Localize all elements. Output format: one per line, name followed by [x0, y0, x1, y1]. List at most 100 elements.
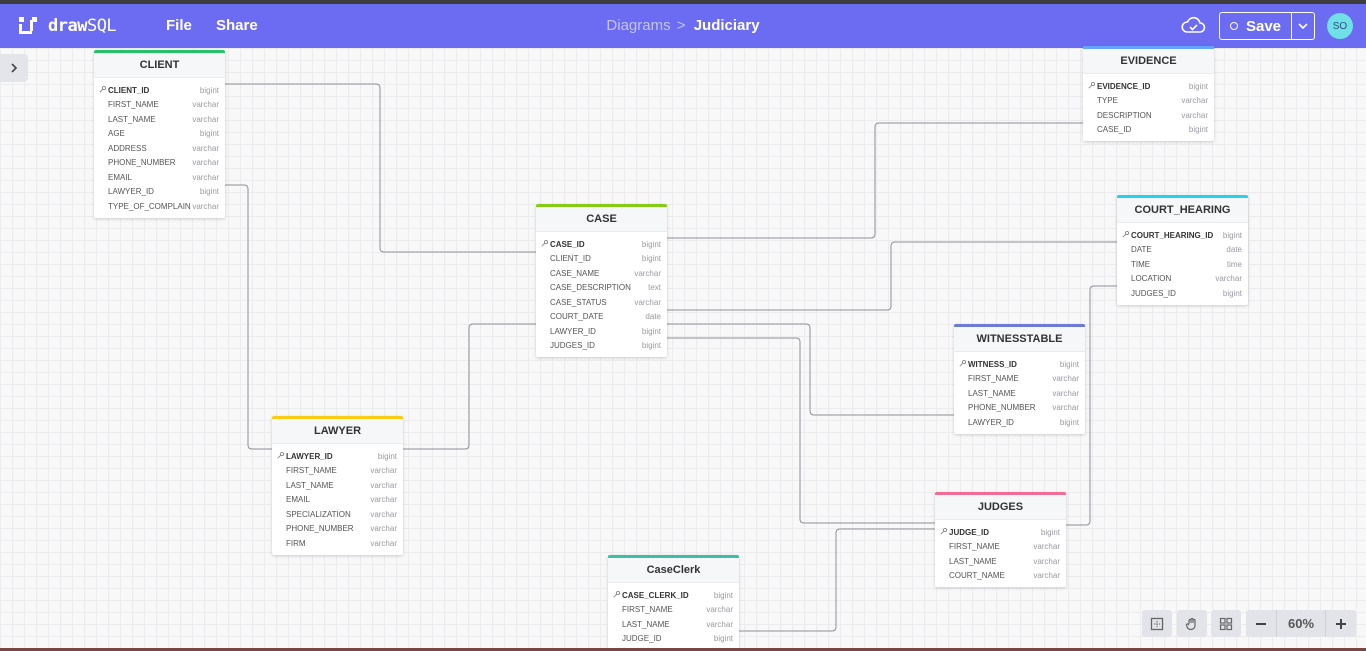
table-column-row[interactable]: LAWYER_ID bigint — [536, 324, 667, 339]
column-name: LAWYER_ID — [550, 326, 596, 336]
relationship-line[interactable] — [225, 184, 272, 450]
table-title[interactable]: COURT_HEARING — [1117, 195, 1248, 223]
zoom-out-button[interactable] — [1246, 610, 1276, 637]
save-button[interactable]: Save — [1220, 13, 1292, 39]
relationship-line[interactable] — [667, 122, 1083, 239]
zoom-in-button[interactable] — [1326, 610, 1356, 637]
column-type: varchar — [1033, 556, 1060, 566]
grid-toggle-button[interactable] — [1211, 610, 1241, 637]
relationship-line[interactable] — [403, 323, 536, 450]
relationship-line[interactable] — [667, 337, 935, 524]
zoom-level[interactable]: 60% — [1276, 610, 1326, 637]
cloud-saved-icon[interactable] — [1180, 14, 1206, 36]
column-name: CLIENT_ID — [550, 254, 591, 264]
column-name: JUDGE_ID — [622, 634, 662, 644]
breadcrumb-diagrams-link[interactable]: Diagrams — [606, 17, 671, 34]
column-type: varchar — [1215, 274, 1242, 284]
column-name: TYPE — [1097, 96, 1118, 106]
fit-to-screen-button[interactable] — [1142, 610, 1172, 637]
column-type: bigint — [641, 326, 661, 336]
relationship-line[interactable] — [739, 528, 935, 632]
relationship-line[interactable] — [1066, 285, 1117, 526]
column-name: AGE — [108, 129, 125, 139]
table-column-row[interactable]: TYPE varchar — [1083, 94, 1214, 109]
pan-tool-button[interactable] — [1177, 610, 1207, 637]
file-menu[interactable]: File — [166, 17, 192, 34]
save-dropdown-button[interactable] — [1292, 13, 1314, 39]
relationship-line[interactable] — [667, 323, 954, 416]
table-title[interactable]: JUDGES — [935, 492, 1066, 520]
sidebar-toggle-button[interactable] — [0, 54, 28, 82]
relationship-line[interactable] — [225, 83, 536, 253]
table-title[interactable]: CLIENT — [94, 50, 225, 78]
diagram-title[interactable]: Judiciary — [693, 17, 760, 34]
table-title[interactable]: EVIDENCE — [1083, 46, 1214, 74]
column-type: varchar — [1181, 96, 1208, 106]
app-logo[interactable]: drawSQL — [18, 16, 117, 36]
drawsql-logo-icon — [19, 17, 37, 34]
table-title[interactable]: LAWYER — [272, 416, 403, 444]
relationship-line[interactable] — [667, 241, 1117, 311]
table-title[interactable]: WITNESSTABLE — [954, 324, 1085, 352]
share-menu[interactable]: Share — [216, 17, 258, 34]
user-avatar[interactable]: SO — [1327, 13, 1353, 39]
column-type: bigint — [1059, 359, 1079, 369]
column-name: EMAIL — [286, 495, 311, 505]
table-title[interactable]: CASE — [536, 204, 667, 232]
column-type: bigint — [377, 451, 397, 461]
table-title[interactable]: CaseClerk — [608, 555, 739, 583]
